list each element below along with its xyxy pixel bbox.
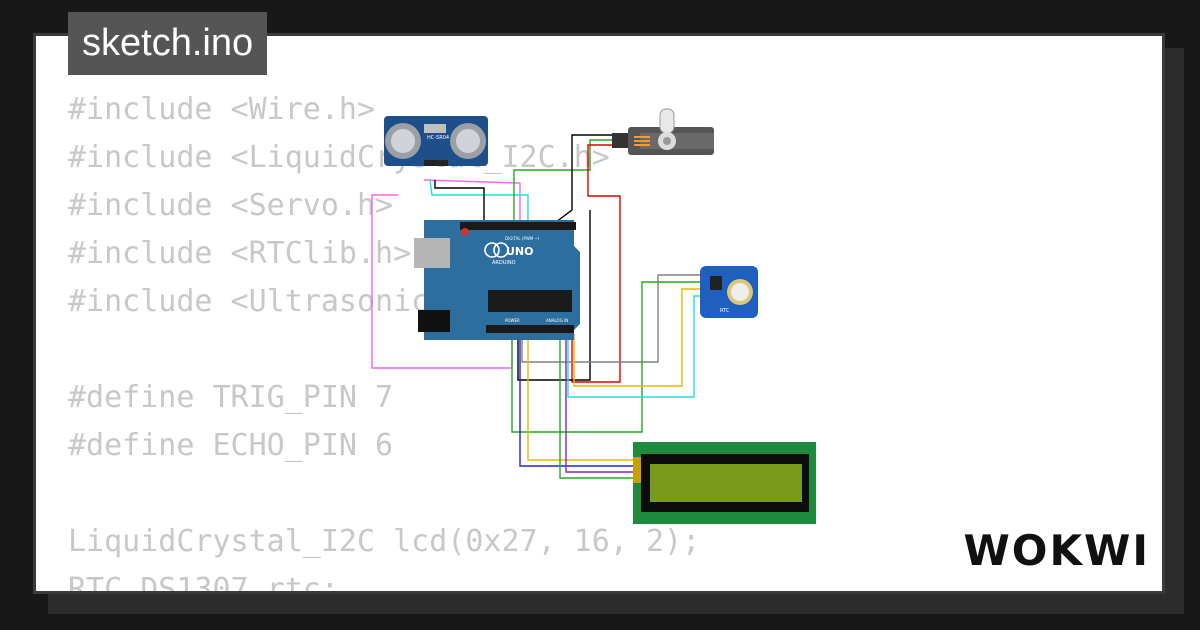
code-line: RTC_DS1307 rtc;: [68, 572, 339, 594]
preview-card[interactable]: #include <Wire.h>#include <LiquidCrystal…: [33, 33, 1165, 594]
arduino-uno[interactable]: UNO ARDUINO DIGITAL (PWM ~) POWER ANALOG…: [414, 220, 580, 340]
arduino-brand: ARDUINO: [492, 260, 516, 266]
arduino-digital-label: DIGITAL (PWM ~): [505, 236, 540, 241]
wire-black-gnd: [517, 210, 591, 381]
wire-blue-lcd: [519, 333, 636, 467]
code-line: #include <RTClib.h>: [68, 236, 412, 271]
code-line: LiquidCrystal_I2C lcd(0x27, 16, 2);: [68, 524, 701, 559]
wire-gray-rtc: [521, 274, 702, 363]
code-line: #define ECHO_PIN 6: [68, 428, 394, 463]
ultrasonic-sensor[interactable]: HC-SR04: [384, 116, 488, 166]
wire-black-1: [434, 180, 485, 222]
wire-cyan-rtc: [567, 295, 702, 398]
ultrasonic-label: HC-SR04: [427, 135, 449, 141]
wire-yellow-lcd: [527, 333, 636, 461]
wire-purple-lcd: [565, 333, 636, 473]
wire-green-servo: [513, 139, 612, 222]
wire-yellow-rtc: [573, 288, 702, 387]
lcd-display[interactable]: [633, 442, 816, 524]
wire-green-lcd: [559, 333, 636, 479]
file-name-tab: sketch.ino: [68, 12, 268, 75]
wire-black-servo: [555, 134, 612, 223]
wire-cyan-1: [429, 179, 529, 222]
rtc-label: RTC: [720, 308, 730, 314]
wire-red-servo: [571, 144, 621, 383]
arduino-power-label: POWER: [505, 318, 520, 323]
wokwi-logo: WOKWI: [963, 526, 1150, 575]
code-line: #include <Wire.h>: [68, 92, 376, 127]
code-line: #include <Servo.h>: [68, 188, 394, 223]
wire-magenta-2: [423, 179, 521, 222]
wires: [371, 134, 702, 479]
arduino-model: UNO: [506, 245, 534, 258]
servo-motor[interactable]: [612, 108, 714, 155]
code-line: #define TRIG_PIN 7: [68, 380, 394, 415]
rtc-module[interactable]: RTC: [700, 266, 758, 318]
arduino-analog-label: ANALOG IN: [546, 318, 568, 323]
wire-green-rtc: [511, 281, 702, 433]
